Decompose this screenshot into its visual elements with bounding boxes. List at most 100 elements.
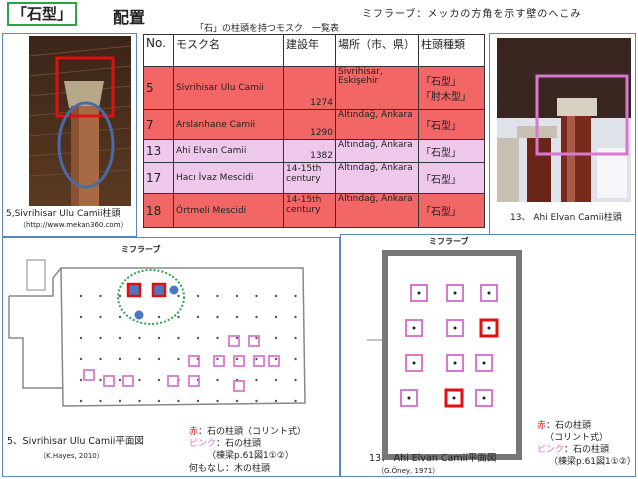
column-dot [417, 291, 421, 295]
cell-no: 13 [143, 139, 174, 163]
legend-left-none: 何もなし：木の柱頭 [189, 464, 271, 474]
pink-stone-capital-marker [233, 380, 245, 392]
slide-title: 「石型」 [11, 5, 72, 23]
column-dot [157, 399, 161, 403]
cell-no: 18 [143, 193, 174, 228]
pink-stone-capital-marker [405, 354, 423, 372]
column-dot [216, 336, 219, 340]
cell-type: 「石型」 [418, 109, 485, 140]
column-dot [255, 294, 258, 298]
cell-name: Ahi Elvan Camii [173, 139, 284, 163]
column-dot [216, 357, 219, 361]
column-dot [118, 378, 122, 382]
photo-left-source: （http://www.mekan360.com） [19, 221, 128, 229]
pink-stone-capital-marker [188, 355, 200, 367]
column-capital-photo-sivrihisar [29, 36, 131, 206]
column-dot [482, 361, 486, 365]
column-dot [138, 336, 141, 340]
capital-type: 「石型」 [421, 121, 461, 132]
column-dot [79, 399, 83, 403]
column-dot [412, 361, 416, 365]
column-dot [274, 357, 278, 361]
cell-year: 1274 [283, 66, 336, 110]
cell-place: Altındağ, Ankara [335, 139, 419, 163]
floor-plan-sivrihisar [8, 259, 306, 407]
cell-year: 14-15th century [283, 162, 336, 194]
column-dot [157, 336, 161, 340]
column-dot [407, 396, 411, 400]
column-dot [177, 336, 180, 340]
column-capital-photo-ahi-elvan [497, 38, 631, 202]
plan-annex-wall [8, 267, 63, 389]
legend-pink-label: ピンク [537, 445, 565, 455]
column-dot [118, 336, 122, 340]
cell-name: Hacı İvaz Mescidi [173, 162, 284, 194]
plan-right-caption: 13、 Ahi Elvan Camii平面図 [369, 453, 497, 464]
plan-panel-left: ミフラーブ 5、Sivrihisar Ulu Camii平面図 （K.Hayes… [2, 237, 340, 477]
column-dot [138, 399, 141, 403]
red-stone-capital-marker [479, 318, 499, 338]
red-stone-capital-marker [126, 282, 142, 298]
column-dot [157, 357, 161, 361]
mihrab-label-right: ミフラーブ [429, 237, 469, 246]
pink-highlight-box [535, 74, 629, 156]
legend-pink-text: ：石の柱頭 [564, 445, 610, 455]
pink-stone-capital-marker [228, 335, 240, 347]
photo-panel-left: 5,Sivrihisar Ulu Camii柱頭 （http://www.mek… [2, 33, 137, 237]
column-dot [453, 291, 457, 295]
column-dot [294, 399, 297, 403]
pink-stone-capital-marker [475, 389, 493, 407]
mihrab-definition: ミフラーブ：メッカの方角を示す壁のへこみ [362, 9, 582, 20]
column-dot [99, 315, 102, 319]
column-dot [177, 294, 180, 298]
column-dot [196, 336, 200, 340]
column-dot [235, 315, 239, 319]
legend-right-red: 赤：石の柱頭 [537, 418, 591, 431]
column-dot [196, 315, 200, 319]
cell-type: 「石型」 [418, 139, 485, 163]
capital-type: 「石型」 [421, 77, 461, 88]
legend-red-label: 赤 [537, 421, 547, 431]
column-dot [274, 315, 278, 319]
column-dot [255, 315, 258, 319]
column-dot [235, 294, 239, 298]
pink-stone-capital-marker [480, 284, 498, 302]
pink-stone-capital-marker [248, 335, 260, 347]
pink-stone-capital-marker [167, 375, 179, 387]
table-caption: 「石」の柱頭を持つモスク 一覧表 [195, 24, 340, 34]
pink-stone-capital-marker [475, 354, 493, 372]
pink-stone-capital-marker [188, 375, 200, 387]
pink-stone-capital-marker [253, 355, 265, 367]
photo-left-caption: 5,Sivrihisar Ulu Camii柱頭 [6, 209, 121, 219]
cell-year: 14-15th century [283, 193, 336, 228]
capital-type: 「肘木型」 [421, 92, 471, 103]
column-dot [196, 294, 200, 298]
column-dot [274, 336, 278, 340]
cell-name: Örtmeli Mescidi [173, 193, 284, 228]
column-dot [294, 315, 297, 319]
plan-left-source: （K.Hayes, 2010） [39, 452, 104, 460]
plan-wall [382, 250, 522, 460]
slide-subtitle: 配置 [113, 8, 146, 27]
col-header-place: 場所（市、県） [335, 34, 419, 67]
column-dot [138, 357, 141, 361]
cell-year: 1382 [283, 139, 336, 163]
capital-type: 「石型」 [421, 207, 461, 218]
column-dot [216, 399, 219, 403]
column-dot [157, 315, 161, 319]
floor-plan-ahi-elvan [367, 250, 522, 460]
column-dot [274, 378, 278, 382]
column-dot [196, 399, 200, 403]
column-dot [452, 396, 456, 400]
legend-right-pink: ピンク：石の柱頭 [537, 442, 609, 455]
column-dot [235, 357, 239, 361]
pink-stone-capital-marker [122, 375, 134, 387]
pink-stone-capital-marker [446, 319, 464, 337]
column-dot [482, 396, 486, 400]
column-dot [487, 291, 491, 295]
column-dot [255, 378, 258, 382]
legend-pink-label: ピンク [189, 439, 217, 449]
column-dot [274, 294, 278, 298]
